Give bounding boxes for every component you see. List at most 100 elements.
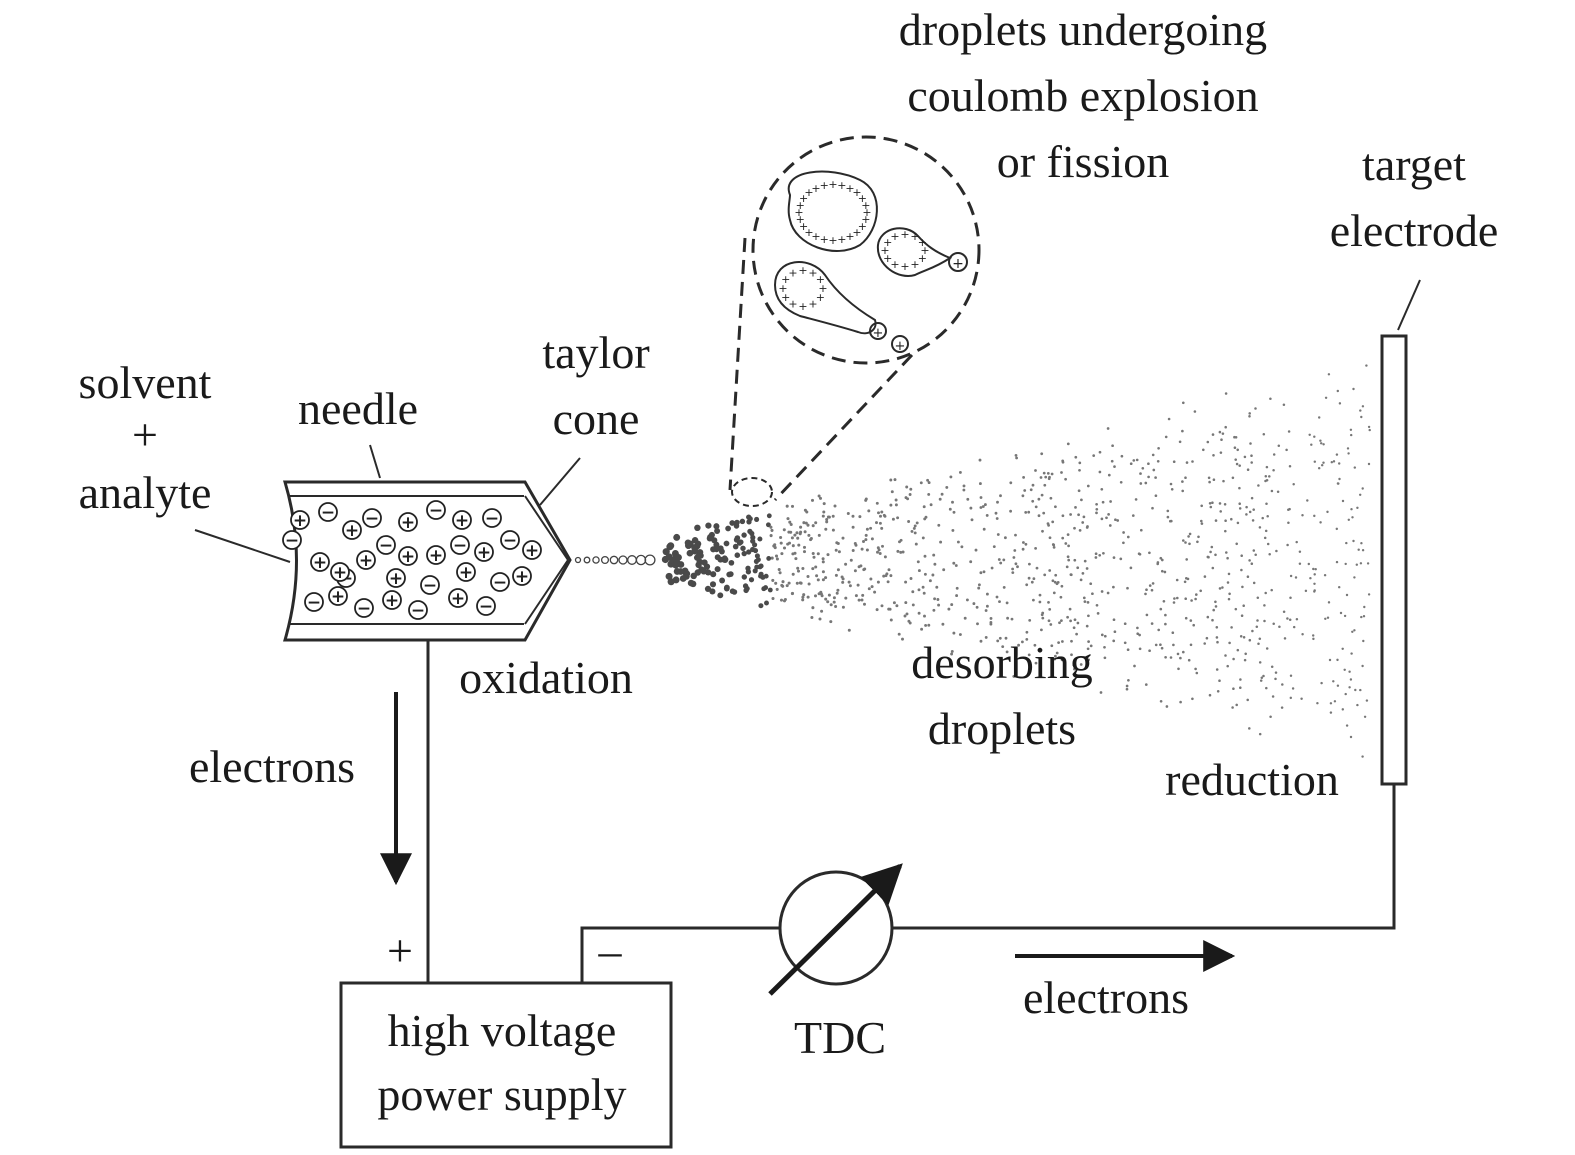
spray-droplet xyxy=(771,578,775,582)
spray-droplet xyxy=(1258,637,1262,641)
spray-droplet xyxy=(995,595,999,599)
spray-droplet xyxy=(911,603,915,607)
spray-droplet xyxy=(1328,658,1332,662)
spray-droplet xyxy=(910,529,914,533)
spray-droplet xyxy=(1220,438,1223,441)
spray-droplet xyxy=(1301,632,1304,636)
spray-droplet xyxy=(989,622,993,626)
spray-droplet xyxy=(887,607,891,611)
spray-droplet xyxy=(1223,503,1227,506)
spray-droplet xyxy=(863,602,866,606)
spray-droplet xyxy=(978,458,982,462)
surface-charge: + xyxy=(900,260,909,273)
spray-droplet xyxy=(1183,580,1187,584)
spray-droplet xyxy=(1199,589,1202,593)
spray-droplet xyxy=(818,617,822,621)
surface-charge: + xyxy=(918,236,927,249)
spray-droplet xyxy=(1014,533,1017,537)
surface-charge: + xyxy=(798,300,807,313)
spray-droplet xyxy=(1083,559,1087,563)
spray-droplet xyxy=(1208,502,1212,505)
spray-droplet xyxy=(994,511,998,515)
negative-ion: − xyxy=(482,508,502,529)
spray-droplet xyxy=(1188,542,1191,546)
jet-bead xyxy=(583,556,591,564)
spray-droplet xyxy=(1350,507,1353,511)
spray-droplet xyxy=(1148,584,1152,587)
spray-droplet xyxy=(917,569,921,573)
spray-droplet xyxy=(901,637,904,641)
spray-droplet xyxy=(1144,481,1148,485)
spray-droplet xyxy=(1343,614,1347,618)
spray-droplet xyxy=(1265,647,1269,650)
spray-droplet xyxy=(1094,556,1098,559)
spray-droplet xyxy=(870,537,874,541)
jet-bead xyxy=(609,555,619,565)
spray-droplet xyxy=(915,521,919,525)
spray-droplet xyxy=(1061,459,1065,463)
spray-droplet xyxy=(804,521,808,525)
spray-droplet xyxy=(870,585,874,589)
spray-droplet xyxy=(786,517,790,521)
spray-droplet xyxy=(775,587,779,591)
spray-droplet xyxy=(1173,597,1176,600)
spray-droplet xyxy=(1289,674,1293,678)
spray-droplet xyxy=(1232,657,1235,661)
spray-droplet xyxy=(1159,607,1163,611)
spray-droplet xyxy=(1073,618,1077,622)
spray-droplet xyxy=(1319,521,1322,524)
label-tdc: TDC xyxy=(794,1012,886,1063)
spray-droplet xyxy=(1114,518,1117,522)
spray-droplet xyxy=(1046,472,1050,475)
spray-droplet xyxy=(758,603,764,609)
spray-droplet xyxy=(1159,556,1163,560)
spray-droplet xyxy=(1251,629,1254,633)
spray-droplet xyxy=(932,553,936,557)
spray-droplet xyxy=(1060,658,1064,662)
spray-droplet xyxy=(1241,585,1244,589)
spray-droplet xyxy=(1252,581,1256,585)
spray-droplet xyxy=(1238,507,1242,510)
spray-droplet xyxy=(801,566,805,571)
spray-droplet xyxy=(899,550,903,554)
spray-droplet xyxy=(1270,665,1274,669)
spray-droplet xyxy=(1313,582,1316,586)
surface-charge: + xyxy=(890,230,899,243)
spray-droplet xyxy=(882,513,886,517)
spray-droplet xyxy=(1281,683,1284,686)
spray-droplet xyxy=(891,517,895,521)
droplet-large xyxy=(787,170,878,252)
spray-droplet xyxy=(1356,506,1359,510)
spray-droplet xyxy=(1148,649,1151,653)
svg-text:−: − xyxy=(411,601,425,621)
spray-droplet xyxy=(1175,596,1179,600)
spray-droplet xyxy=(875,501,879,505)
spray-droplet xyxy=(956,540,960,544)
spray-droplet xyxy=(1181,480,1184,483)
surface-charge: + xyxy=(880,244,889,257)
label-droplets-line3: or fission xyxy=(997,136,1170,187)
spray-droplet xyxy=(1235,462,1239,466)
spray-droplet xyxy=(1106,591,1110,595)
surface-charge: + xyxy=(858,192,867,205)
spray-droplet xyxy=(1061,514,1065,518)
spray-droplets xyxy=(661,364,1371,758)
spray-droplet xyxy=(1215,636,1219,639)
spray-droplet xyxy=(665,572,673,580)
spray-droplet xyxy=(1086,525,1089,528)
negative-ion: − xyxy=(354,598,374,619)
spray-droplet xyxy=(983,503,987,507)
spray-droplet xyxy=(1081,521,1085,524)
spray-droplet xyxy=(1365,364,1368,367)
spray-droplet xyxy=(771,596,775,601)
spray-droplet xyxy=(1324,617,1327,621)
spray-droplet xyxy=(749,546,756,553)
spray-droplet xyxy=(1058,621,1061,625)
spray-droplet xyxy=(1235,703,1238,707)
spray-droplet xyxy=(809,536,813,541)
spray-droplet xyxy=(1337,585,1341,589)
spray-droplet xyxy=(1361,664,1364,668)
spray-droplet xyxy=(691,544,698,551)
spray-droplet xyxy=(1096,612,1100,615)
spray-droplet xyxy=(1259,679,1263,682)
